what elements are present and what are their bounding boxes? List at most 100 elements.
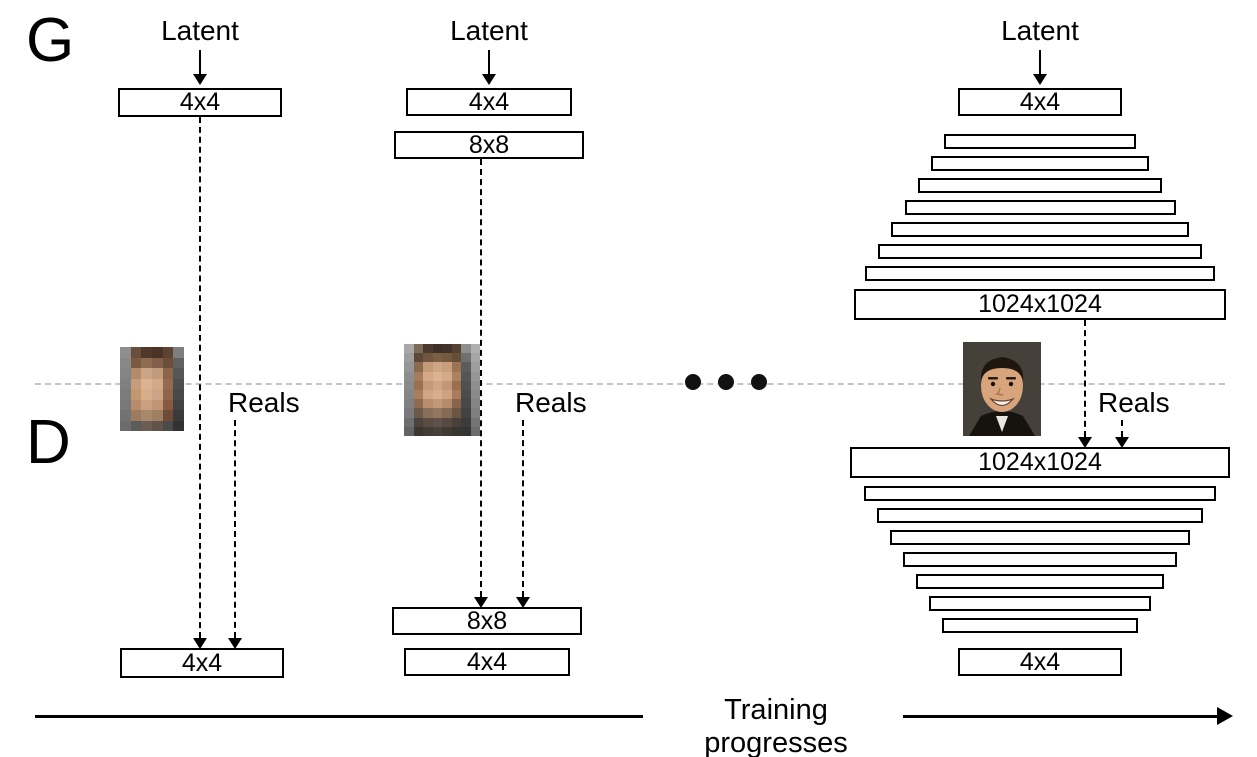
face-pixel: [141, 420, 152, 431]
hidden-layer-box: [944, 134, 1136, 149]
face-pixel: [451, 389, 461, 400]
face-pixel: [130, 357, 142, 368]
face-pixel: [442, 417, 452, 427]
ellipsis-dot: [685, 374, 701, 390]
face-pixel: [470, 380, 480, 390]
face-pixel: [461, 408, 471, 418]
hidden-layer-box: [930, 156, 1150, 171]
face-pixel: [120, 347, 131, 358]
face-pixel: [413, 344, 423, 354]
face-pixel: [162, 368, 174, 379]
hidden-layer-box: [878, 244, 1202, 259]
real-sample-image-1024: [963, 342, 1041, 436]
hidden-layer-box: [877, 508, 1203, 523]
latent-label-1: Latent: [161, 15, 239, 46]
face-pixel: [152, 357, 163, 368]
face-pixel: [404, 371, 414, 381]
gd-separator-line: [35, 383, 1225, 385]
face-pixel: [442, 389, 452, 400]
face-pixel: [404, 408, 414, 418]
face-pixel: [470, 399, 480, 409]
face-pixel: [423, 344, 433, 354]
face-pixel: [461, 380, 471, 390]
face-pixel: [120, 410, 131, 421]
face-pixel: [152, 389, 163, 400]
face-pixel: [470, 362, 480, 372]
face-pixel: [173, 378, 184, 389]
face-pixel: [173, 399, 184, 410]
face-pixel: [413, 417, 423, 427]
hidden-layer-box: [865, 266, 1215, 281]
g3-top-layer-box: 4x4: [958, 88, 1122, 116]
g1-output-arrowhead: [193, 638, 207, 649]
face-pixel: [130, 420, 142, 431]
face-pixel: [130, 378, 142, 389]
face-pixel: [141, 347, 152, 358]
face-pixel: [404, 426, 414, 436]
g2-layer-box-4x4: 4x4: [406, 88, 572, 116]
face-pixel: [442, 371, 452, 381]
face-pixel: [432, 380, 442, 390]
face-pixel: [423, 408, 433, 418]
smile-shape: [988, 397, 1016, 407]
face-pixel: [451, 362, 461, 372]
g2-output-dashed-line: [480, 159, 482, 597]
face-pixel: [404, 380, 414, 390]
face-pixel: [423, 353, 433, 363]
face-pixel: [120, 420, 131, 431]
face-pixel: [130, 410, 142, 421]
hidden-layer-box: [890, 530, 1190, 545]
latent-arrow-line-1: [199, 50, 201, 75]
reals-arrowhead-3: [1115, 437, 1129, 448]
face-pixel: [152, 399, 163, 410]
face-pixel: [404, 389, 414, 400]
d1-layer-box: 4x4: [120, 648, 284, 678]
latent-arrow-line-2: [488, 50, 490, 75]
face-pixel: [461, 417, 471, 427]
latent-label-2: Latent: [450, 15, 528, 46]
face-pixel: [404, 344, 414, 354]
face-pixel: [442, 353, 452, 363]
face-pixel: [461, 371, 471, 381]
face-pixel: [470, 389, 480, 400]
face-pixel: [173, 420, 184, 431]
face-pixel: [461, 399, 471, 409]
face-pixel: [470, 344, 480, 354]
face-pixel: [461, 353, 471, 363]
face-pixel: [173, 389, 184, 400]
g1-layer-box: 4x4: [118, 88, 282, 117]
face-pixel: [141, 378, 152, 389]
face-pixel: [470, 371, 480, 381]
face-pixel: [432, 371, 442, 381]
right-brow: [1006, 377, 1016, 380]
face-pixel: [432, 362, 442, 372]
d3-bottom-layer-box: 4x4: [958, 648, 1122, 676]
reals-label-1: Reals: [228, 387, 300, 418]
face-pixel: [404, 417, 414, 427]
fake-sample-image-4x4: [120, 347, 184, 431]
reals-arrowhead-1: [228, 638, 242, 649]
g3-output-dashed-line: [1084, 320, 1086, 437]
face-pixel: [461, 362, 471, 372]
face-pixel: [162, 420, 174, 431]
face-pixel: [120, 389, 131, 400]
face-pixel: [432, 353, 442, 363]
face-pixel: [442, 344, 452, 354]
face-pixel: [404, 353, 414, 363]
face-pixel: [141, 368, 152, 379]
left-brow: [988, 377, 998, 380]
g2-layer-box-8x8: 8x8: [394, 131, 584, 159]
d2-layer-box-4x4: 4x4: [404, 648, 570, 676]
face-pixel: [442, 362, 452, 372]
face-pixel: [413, 389, 423, 400]
hidden-layer-box: [917, 178, 1163, 193]
face-pixel: [451, 353, 461, 363]
face-pixel: [152, 368, 163, 379]
latent-arrowhead-2: [482, 74, 496, 85]
latent-arrow-line-3: [1039, 50, 1041, 75]
face-pixel: [451, 344, 461, 354]
face-pixel: [451, 408, 461, 418]
reals-label-2: Reals: [515, 387, 587, 418]
